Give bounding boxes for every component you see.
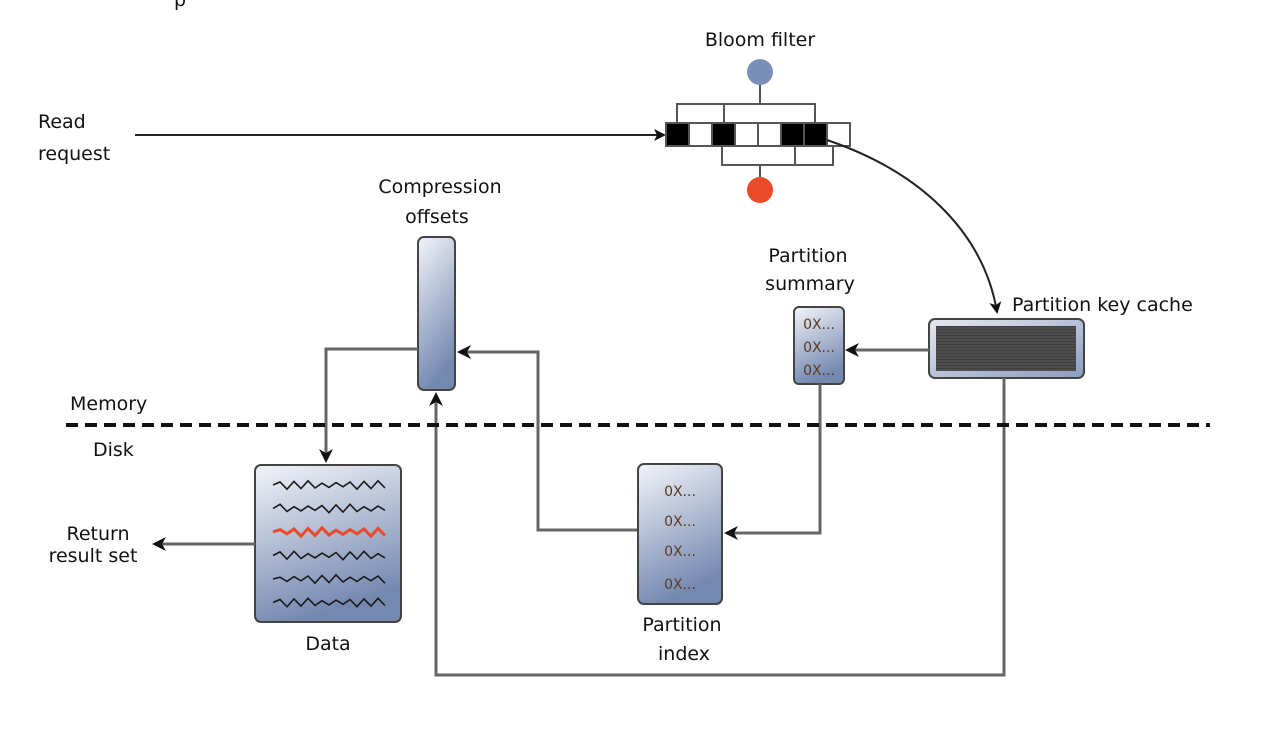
bloom-bit-set <box>665 122 690 147</box>
bloom-bit-set <box>803 122 828 147</box>
svg-text:Partition: Partition <box>642 614 721 636</box>
data-row <box>272 573 386 585</box>
partition-index-block: 0X... 0X... 0X... 0X... <box>637 463 723 605</box>
bloom-filter <box>665 59 851 203</box>
partition-index-label: Partition index <box>642 614 721 665</box>
data-block <box>254 464 402 623</box>
summary-entry: 0X... <box>803 363 835 379</box>
svg-text:request: request <box>38 143 110 165</box>
svg-text:Read: Read <box>38 111 86 133</box>
bloom-bit-unset <box>826 122 851 147</box>
summary-entry: 0X... <box>803 340 835 356</box>
memory-label: Memory <box>70 393 147 415</box>
bloom-query-negative-dot <box>747 177 773 203</box>
data-row <box>272 479 386 491</box>
data-row-highlighted <box>272 525 387 539</box>
index-to-offsets-arrow <box>457 345 638 532</box>
compression-offsets-block <box>417 236 456 391</box>
summary-entry: 0X... <box>803 317 835 333</box>
bloom-bit-unset <box>734 122 759 147</box>
index-entry: 0X... <box>664 544 696 560</box>
svg-text:index: index <box>658 643 710 665</box>
summary-to-index-arrow <box>724 384 822 540</box>
read-request-label: Read request <box>38 111 110 165</box>
return-result-set-label: Return result set <box>49 523 138 567</box>
bloom-bit-set <box>711 122 736 147</box>
svg-text:Partition: Partition <box>768 245 847 267</box>
index-entry: 0X... <box>664 484 696 500</box>
index-entry: 0X... <box>664 577 696 593</box>
key-cache-to-offsets-arrow <box>429 378 1006 677</box>
disk-label: Disk <box>93 439 134 461</box>
svg-text:Return: Return <box>66 523 129 545</box>
partition-summary-label: Partition summary <box>765 245 855 295</box>
svg-text:summary: summary <box>765 273 855 295</box>
partition-summary-block: 0X... 0X... 0X... <box>793 306 845 385</box>
bloom-bit-array <box>665 122 851 147</box>
svg-text:Compression: Compression <box>378 176 501 198</box>
svg-text:result set: result set <box>49 545 138 567</box>
index-entry: 0X... <box>664 514 696 530</box>
partition-key-cache-label: Partition key cache <box>1012 294 1193 316</box>
data-row <box>272 503 386 514</box>
bloom-bit-unset <box>757 122 782 147</box>
title-fragment: p <box>174 0 186 11</box>
bloom-to-key-cache-arrow <box>826 139 1002 314</box>
bloom-filter-label: Bloom filter <box>705 29 815 51</box>
compression-offsets-label: Compression offsets <box>378 176 501 228</box>
bloom-bit-unset <box>688 122 713 147</box>
bloom-query-positive-dot <box>747 59 773 85</box>
partition-key-cache-block <box>928 318 1085 379</box>
data-row <box>272 597 386 608</box>
bloom-bit-set <box>780 122 805 147</box>
offsets-to-data-arrow <box>319 347 418 463</box>
svg-text:offsets: offsets <box>405 206 469 228</box>
data-label: Data <box>305 633 350 655</box>
data-row <box>272 550 386 561</box>
